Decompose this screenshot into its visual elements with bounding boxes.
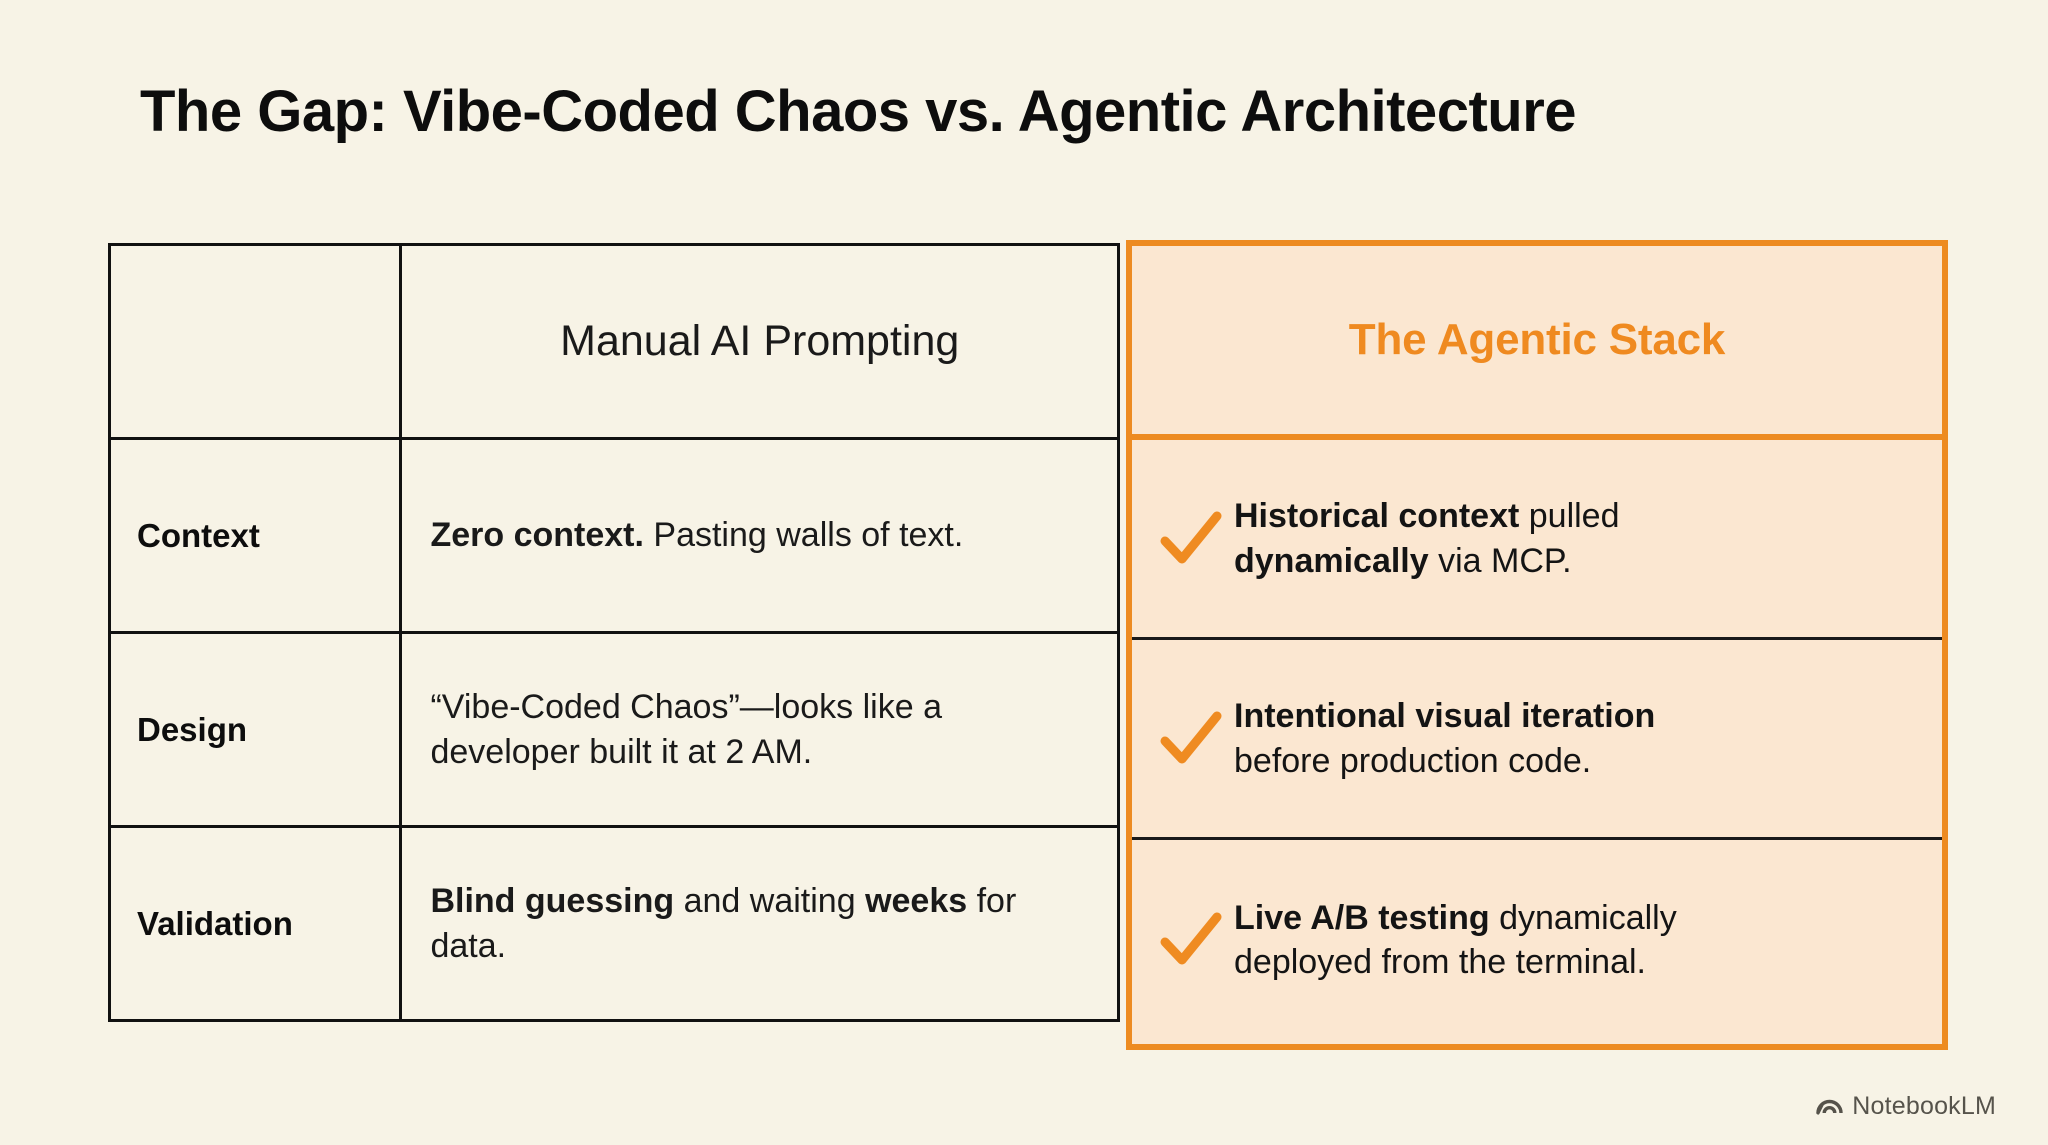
cell-agentic-context-line1-bold: Historical context xyxy=(1234,497,1520,536)
table-row: Design “Vibe-Coded Chaos”—looks like a d… xyxy=(107,631,1120,828)
table-row: Context Zero context. Pasting walls of t… xyxy=(107,437,1120,634)
cell-agentic-context-line1-rest: pulled xyxy=(1519,497,1620,536)
cell-manual-validation-bold-2: weeks xyxy=(865,881,968,920)
cell-manual-context: Zero context. Pasting walls of text. xyxy=(399,437,1120,634)
cell-manual-validation-rest-2: for data. xyxy=(430,881,1017,965)
cell-agentic-validation-line1-bold: Live A/B testing xyxy=(1234,898,1490,937)
cell-agentic-context: Historical context pulled dynamically vi… xyxy=(1132,440,1942,640)
row-label-validation: Validation xyxy=(107,825,403,1022)
table-header-row: Manual AI Prompting xyxy=(107,243,1120,440)
table-corner-cell xyxy=(107,243,403,440)
notebooklm-watermark-label: NotebookLM xyxy=(1852,1092,1996,1120)
cell-agentic-design-text: Intentional visual iteration before prod… xyxy=(1234,694,1655,782)
cell-manual-design-rest: “Vibe-Coded Chaos”—looks like a develope… xyxy=(430,687,942,771)
comparison-table: Manual AI Prompting Context Zero context… xyxy=(107,243,1120,1022)
column-header-manual-ai-prompting: Manual AI Prompting xyxy=(399,243,1120,440)
cell-agentic-validation-text: Live A/B testing dynamically deployed fr… xyxy=(1234,896,1677,984)
cell-agentic-context-text: Historical context pulled dynamically vi… xyxy=(1234,494,1620,582)
column-header-agentic-stack: The Agentic Stack xyxy=(1132,246,1942,440)
cell-manual-validation-rest: and waiting xyxy=(674,881,866,920)
cell-agentic-design: Intentional visual iteration before prod… xyxy=(1132,640,1942,840)
cell-manual-context-rest: Pasting walls of text. xyxy=(643,516,964,555)
page-title: The Gap: Vibe-Coded Chaos vs. Agentic Ar… xyxy=(140,79,1577,144)
cell-manual-validation-bold: Blind guessing xyxy=(430,881,675,920)
column-header-agentic-stack-label: The Agentic Stack xyxy=(1348,315,1726,364)
check-icon xyxy=(1158,912,1224,968)
row-label-design: Design xyxy=(107,631,403,828)
cell-agentic-design-line1-bold: Intentional visual iteration xyxy=(1234,697,1656,736)
cell-manual-validation: Blind guessing and waiting weeks for dat… xyxy=(399,825,1120,1022)
cell-agentic-context-line2-bold: dynamically xyxy=(1234,541,1429,580)
cell-agentic-validation-line1-rest: dynamically xyxy=(1489,898,1677,937)
check-icon xyxy=(1158,711,1224,767)
check-icon xyxy=(1158,511,1224,567)
notebooklm-arc-icon xyxy=(1816,1092,1843,1121)
cell-manual-design: “Vibe-Coded Chaos”—looks like a develope… xyxy=(399,631,1120,828)
cell-agentic-context-line2-rest: via MCP. xyxy=(1428,541,1572,580)
notebooklm-watermark: NotebookLM xyxy=(1816,1092,1996,1121)
cell-agentic-validation: Live A/B testing dynamically deployed fr… xyxy=(1132,840,1942,1040)
cell-manual-context-bold: Zero context. xyxy=(430,516,644,555)
highlighted-column-agentic-stack: The Agentic Stack Historical context pul… xyxy=(1126,240,1948,1050)
cell-agentic-validation-line2-rest: deployed from the terminal. xyxy=(1234,943,1646,981)
row-label-context: Context xyxy=(107,437,403,634)
cell-agentic-design-line2-rest: before production code. xyxy=(1234,741,1592,780)
table-row: Validation Blind guessing and waiting we… xyxy=(107,825,1120,1022)
